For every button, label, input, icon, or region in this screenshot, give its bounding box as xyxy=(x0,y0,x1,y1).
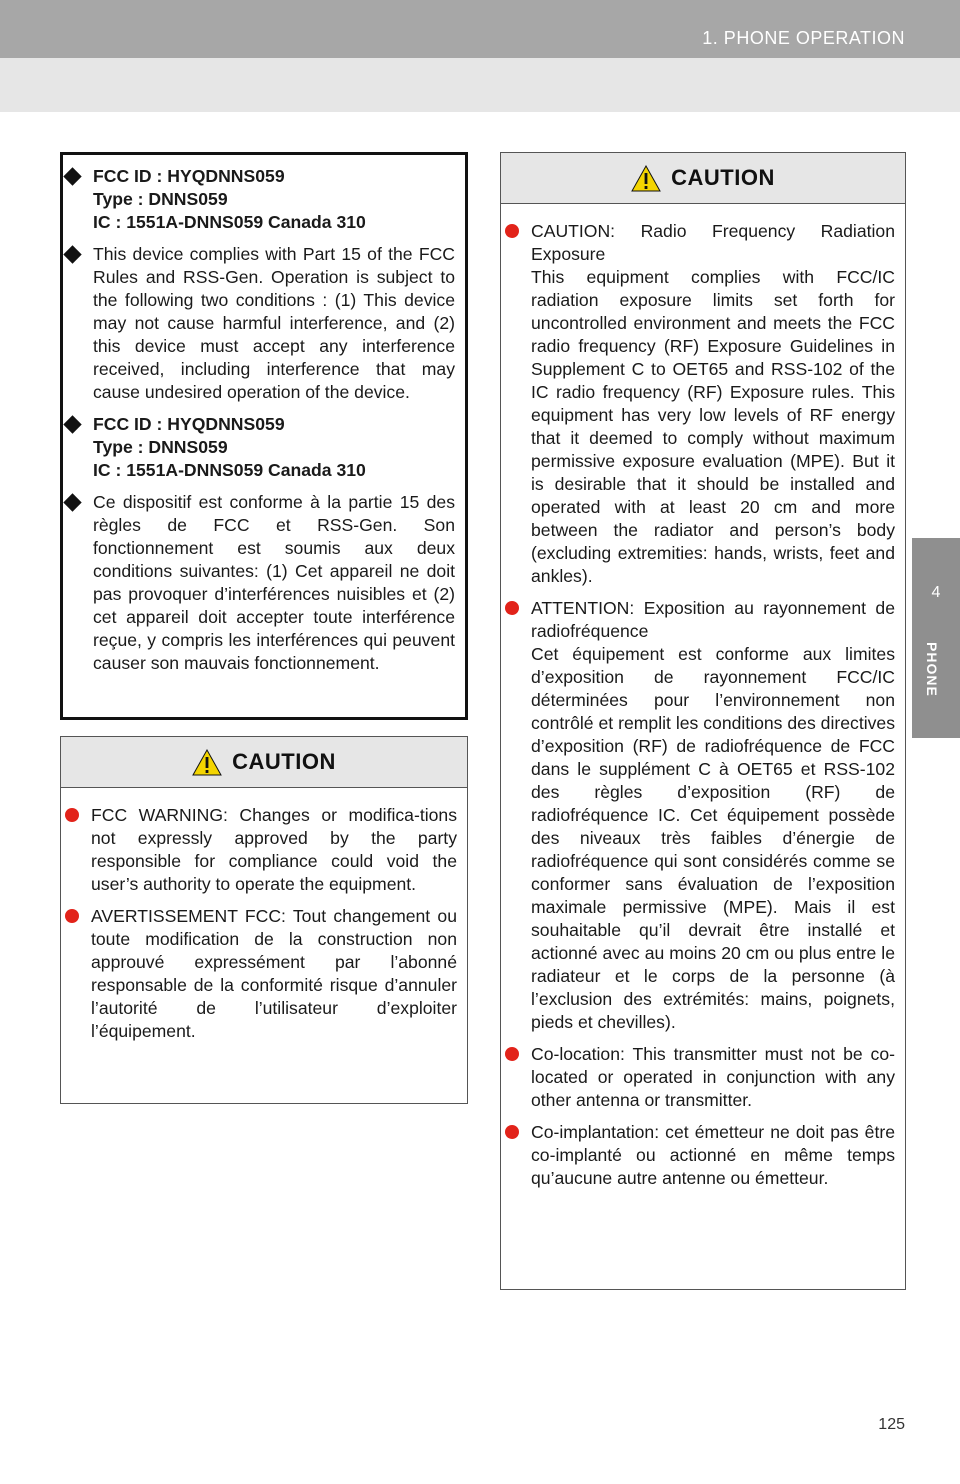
bullet-icon xyxy=(505,1047,519,1061)
fcc-id-box: FCC ID : HYQDNNS059 Type : DNNS059 IC : … xyxy=(60,152,468,720)
list-item: Co-location: This transmitter must not b… xyxy=(501,1043,895,1112)
chapter-label: PHONE xyxy=(924,642,940,697)
page-section-title: 1. PHONE OPERATION xyxy=(702,28,905,48)
list-item: Ce dispositif est conforme à la partie 1… xyxy=(63,491,455,675)
chapter-number: 4 xyxy=(931,584,941,601)
bullet-icon xyxy=(505,601,519,615)
list-item: FCC WARNING: Changes or modifica-tions n… xyxy=(61,804,457,896)
warning-triangle-icon xyxy=(192,748,222,775)
header-bar: 1. PHONE OPERATION xyxy=(0,0,960,58)
bullet-icon xyxy=(65,808,79,822)
diamond-bullet-icon xyxy=(63,493,82,512)
bullet-icon xyxy=(505,224,519,238)
caution-list: FCC WARNING: Changes or modifica-tions n… xyxy=(61,788,467,1043)
chapter-tab: 4 PHONE xyxy=(912,538,960,738)
list-item: FCC ID : HYQDNNS059 Type : DNNS059 IC : … xyxy=(63,165,455,234)
list-item: Co-implantation: cet émetteur ne doit pa… xyxy=(501,1121,895,1190)
caution-box-left: CAUTION FCC WARNING: Changes or modifica… xyxy=(60,736,468,1104)
list-item: This device complies with Part 15 of the… xyxy=(63,243,455,404)
caution-list: CAUTION: Radio Frequency Radiation Expos… xyxy=(501,204,905,1190)
list-item: AVERTISSEMENT FCC: Tout changement ou to… xyxy=(61,905,457,1043)
header-band xyxy=(0,58,960,112)
diamond-bullet-icon xyxy=(63,415,82,434)
bullet-icon xyxy=(505,1125,519,1139)
list-item: CAUTION: Radio Frequency Radiation Expos… xyxy=(501,220,895,588)
caution-header: CAUTION xyxy=(501,153,905,204)
diamond-bullet-icon xyxy=(63,245,82,264)
fcc-id-list: FCC ID : HYQDNNS059 Type : DNNS059 IC : … xyxy=(63,165,455,675)
warning-triangle-icon xyxy=(631,164,661,191)
page-number: 125 xyxy=(878,1416,905,1433)
caution-header: CAUTION xyxy=(61,737,467,788)
list-item: FCC ID : HYQDNNS059 Type : DNNS059 IC : … xyxy=(63,413,455,482)
caution-heading: CAUTION xyxy=(671,165,775,190)
list-item: ATTENTION: Exposition au rayonnement de … xyxy=(501,597,895,1034)
caution-box-right: CAUTION CAUTION: Radio Frequency Radiati… xyxy=(500,152,906,1290)
diamond-bullet-icon xyxy=(63,167,82,186)
bullet-icon xyxy=(65,909,79,923)
caution-heading: CAUTION xyxy=(232,749,336,774)
